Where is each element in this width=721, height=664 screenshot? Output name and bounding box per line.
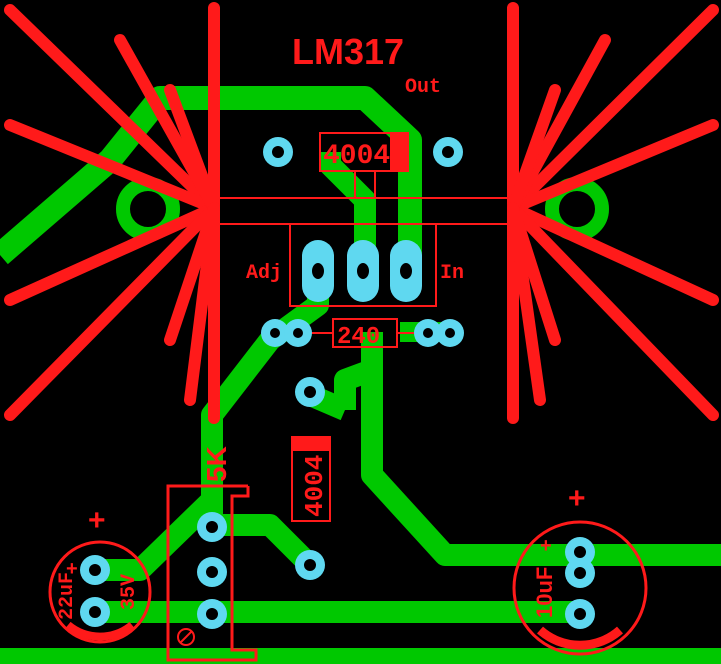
diode-top-band <box>390 133 408 171</box>
cap-left-outline <box>48 540 152 644</box>
regulator-body-outline <box>289 223 437 307</box>
resistor-label: 240 <box>337 324 380 351</box>
cap-left-value: 22uF <box>56 572 79 620</box>
trace-top-loop <box>0 86 422 270</box>
pot-outline <box>166 484 258 662</box>
pads <box>80 137 595 629</box>
cap-left-plus: + <box>88 504 106 537</box>
pot-adjust-symbol <box>177 628 195 646</box>
diode-top-label: 4004 <box>323 141 390 172</box>
cap-right-plus-small: + <box>540 535 552 557</box>
cap-right-value: 10uF <box>532 567 557 618</box>
diode-mid-band <box>292 437 330 451</box>
trace-out-to-diode <box>319 152 376 270</box>
cap-right-outline <box>512 520 648 656</box>
out-pin-label: Out <box>405 76 441 99</box>
cap-left-arc <box>65 621 135 641</box>
diode-mid-label: 4004 <box>300 455 330 517</box>
cap-left-plus-small: + <box>66 558 78 580</box>
cap-right-plus: + <box>568 482 586 515</box>
regulator-label: LM317 <box>292 31 404 72</box>
in-pin-label: In <box>440 262 464 285</box>
trace-resistor-down <box>334 332 383 410</box>
adj-pin-label: Adj <box>246 262 282 285</box>
pot-label: 5K <box>201 446 232 482</box>
cap-left-voltage: 35V <box>118 574 141 610</box>
cap-right-arc <box>537 626 623 650</box>
